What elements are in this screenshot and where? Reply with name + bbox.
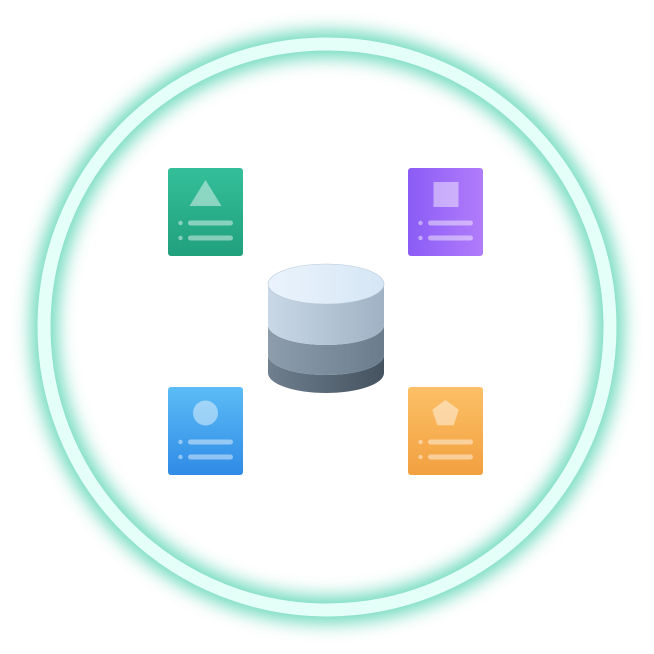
- glowing-ring: [31, 31, 623, 623]
- purple-card: [408, 168, 483, 256]
- text-line: [428, 220, 473, 226]
- triangle-icon: [189, 180, 222, 206]
- green-card: [168, 168, 243, 256]
- bullet-dot: [418, 235, 423, 241]
- text-line: [428, 439, 473, 445]
- blue-card: [168, 387, 243, 475]
- pentagon-icon: [432, 400, 459, 426]
- database-icon: [267, 263, 385, 393]
- bullet-dot: [178, 454, 183, 460]
- text-line: [428, 235, 473, 241]
- bullet-dot: [178, 220, 183, 226]
- bullet-dot: [418, 439, 423, 445]
- text-line: [188, 235, 233, 241]
- text-line: [428, 454, 473, 460]
- bullet-dot: [418, 454, 423, 460]
- orange-card: [408, 387, 483, 475]
- bullet-dot: [178, 235, 183, 241]
- circle-icon: [193, 400, 218, 426]
- text-line: [188, 220, 233, 226]
- text-line: [188, 439, 233, 445]
- bullet-dot: [178, 439, 183, 445]
- square-icon: [433, 182, 459, 207]
- text-line: [188, 454, 233, 460]
- bullet-dot: [418, 220, 423, 226]
